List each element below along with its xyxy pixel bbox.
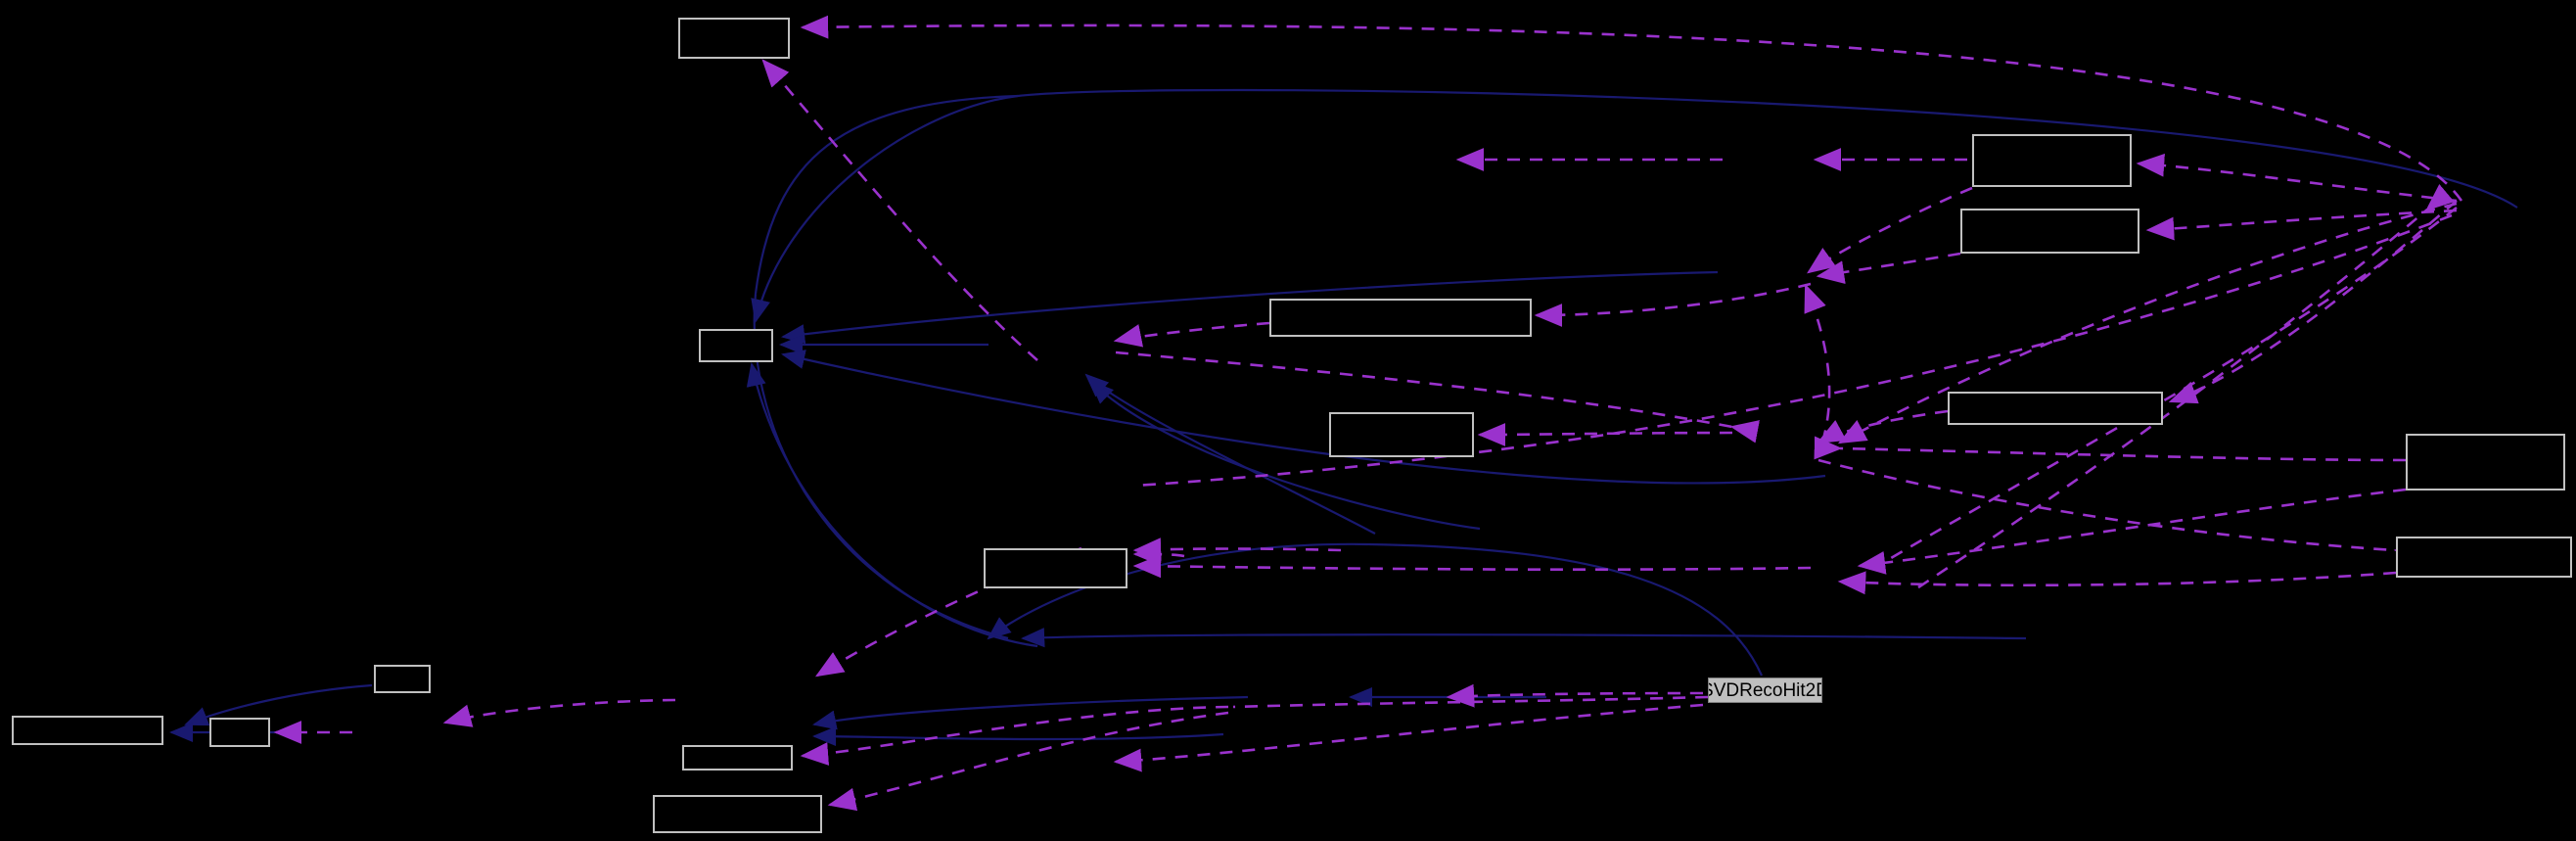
- graph-node-n12[interactable]: [12, 716, 163, 745]
- graph-node-n7[interactable]: [1948, 392, 2163, 425]
- graph-node-n11[interactable]: [374, 665, 431, 693]
- graph-node-n9[interactable]: [2396, 537, 2572, 578]
- solid-edge-group: [168, 88, 2518, 747]
- graph-node-n1[interactable]: [699, 329, 773, 362]
- graph-node-n8[interactable]: [2406, 434, 2565, 491]
- graph-node-label: SVDRecoHit2D: [1708, 679, 1821, 701]
- graph-node-n15[interactable]: [653, 795, 822, 833]
- graph-node-n13[interactable]: [209, 718, 270, 747]
- graph-node-n5[interactable]: [1972, 134, 2132, 187]
- graph-node-n14[interactable]: [682, 745, 793, 771]
- dashed-edge-group: [273, 15, 2463, 812]
- graph-node-n2[interactable]: [984, 548, 1127, 588]
- graph-node-n6[interactable]: [1960, 209, 2139, 254]
- graph-node-svdrecohit2d[interactable]: SVDRecoHit2D: [1708, 677, 1822, 703]
- graph-node-n4[interactable]: [1329, 412, 1474, 457]
- graph-node-n0[interactable]: [678, 18, 790, 59]
- graph-node-n3[interactable]: [1269, 299, 1532, 337]
